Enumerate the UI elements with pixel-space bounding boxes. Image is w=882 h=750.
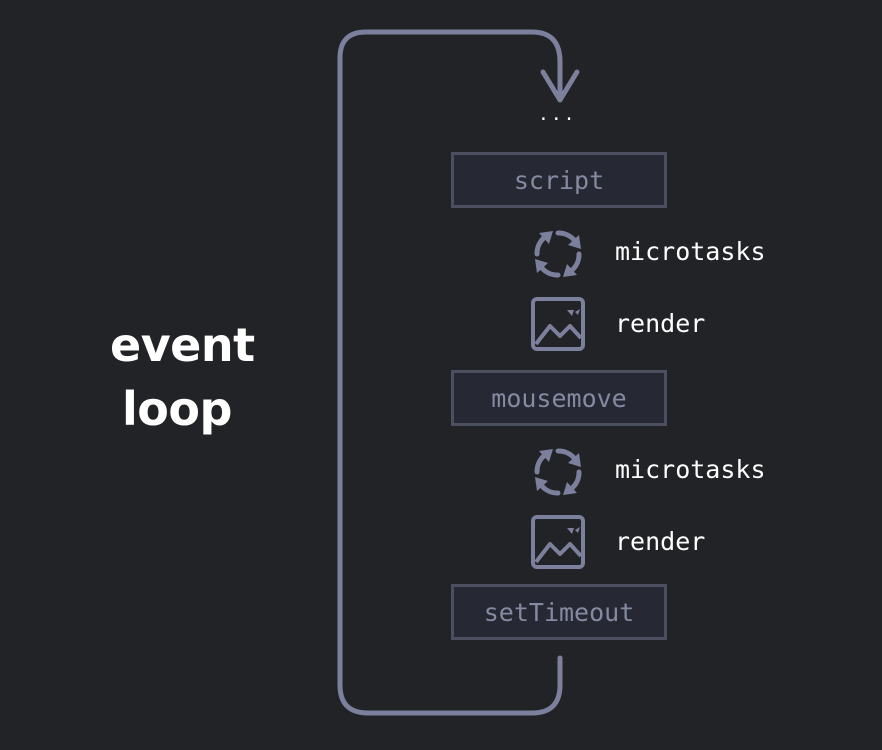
step-label-microtasks: microtasks — [615, 455, 766, 484]
task-box-settimeout: setTimeout — [451, 584, 667, 640]
step-label-render: render — [615, 527, 706, 556]
image-icon — [531, 515, 585, 569]
ellipsis: ... — [538, 104, 577, 125]
refresh-cycle-icon — [534, 448, 582, 496]
loop-arrowhead — [540, 69, 580, 103]
image-icon — [531, 297, 585, 351]
diagram-title-line-1: event — [110, 318, 255, 372]
step-label-microtasks: microtasks — [615, 237, 766, 266]
step-label-render: render — [615, 309, 706, 338]
loop-arrow-path — [337, 29, 563, 716]
task-box-script: script — [451, 152, 667, 208]
task-box-mousemove: mousemove — [451, 370, 667, 426]
diagram-title-line-2: loop — [122, 382, 232, 436]
refresh-cycle-icon — [534, 230, 582, 278]
